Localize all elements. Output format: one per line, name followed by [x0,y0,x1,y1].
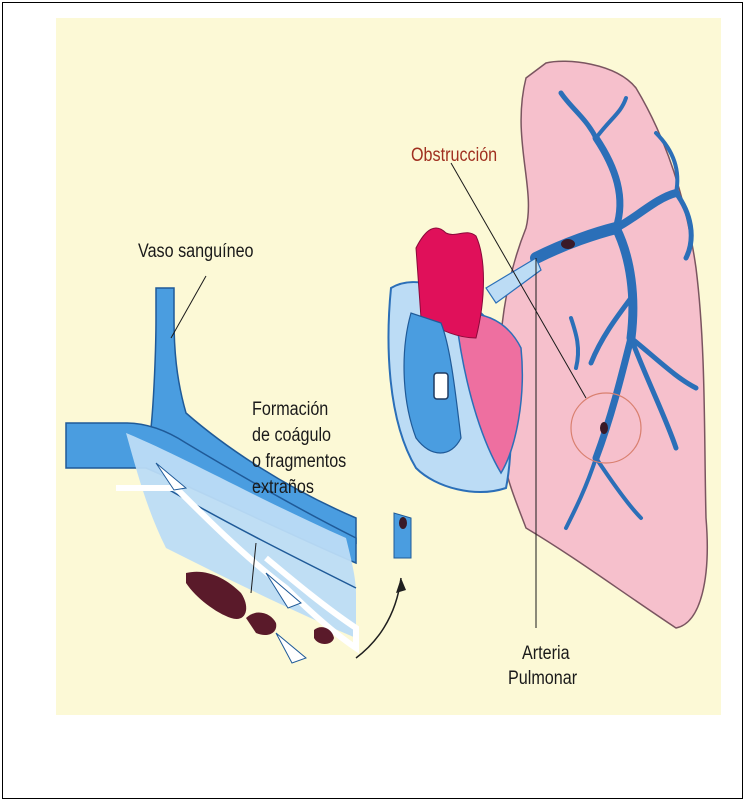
clot-label-line3: o fragmentos [252,449,346,474]
lung [500,61,708,628]
blood-vessel [66,288,406,663]
artery-label-line1: Arteria [522,641,570,666]
clot-label-line4: extraños [252,475,314,500]
vessel-label: Vaso sanguíneo [138,239,254,264]
artery-label-line2: Pulmonar [508,666,577,691]
pulmonary-embolism-illustration [56,18,721,715]
diagram-panel: Vaso sanguíneo Formación de coágulo o fr… [56,18,721,715]
clot-label-line1: Formación [252,397,328,422]
clot-label-line2: de coágulo [252,423,331,448]
obstruction-label: Obstrucción [411,143,497,168]
